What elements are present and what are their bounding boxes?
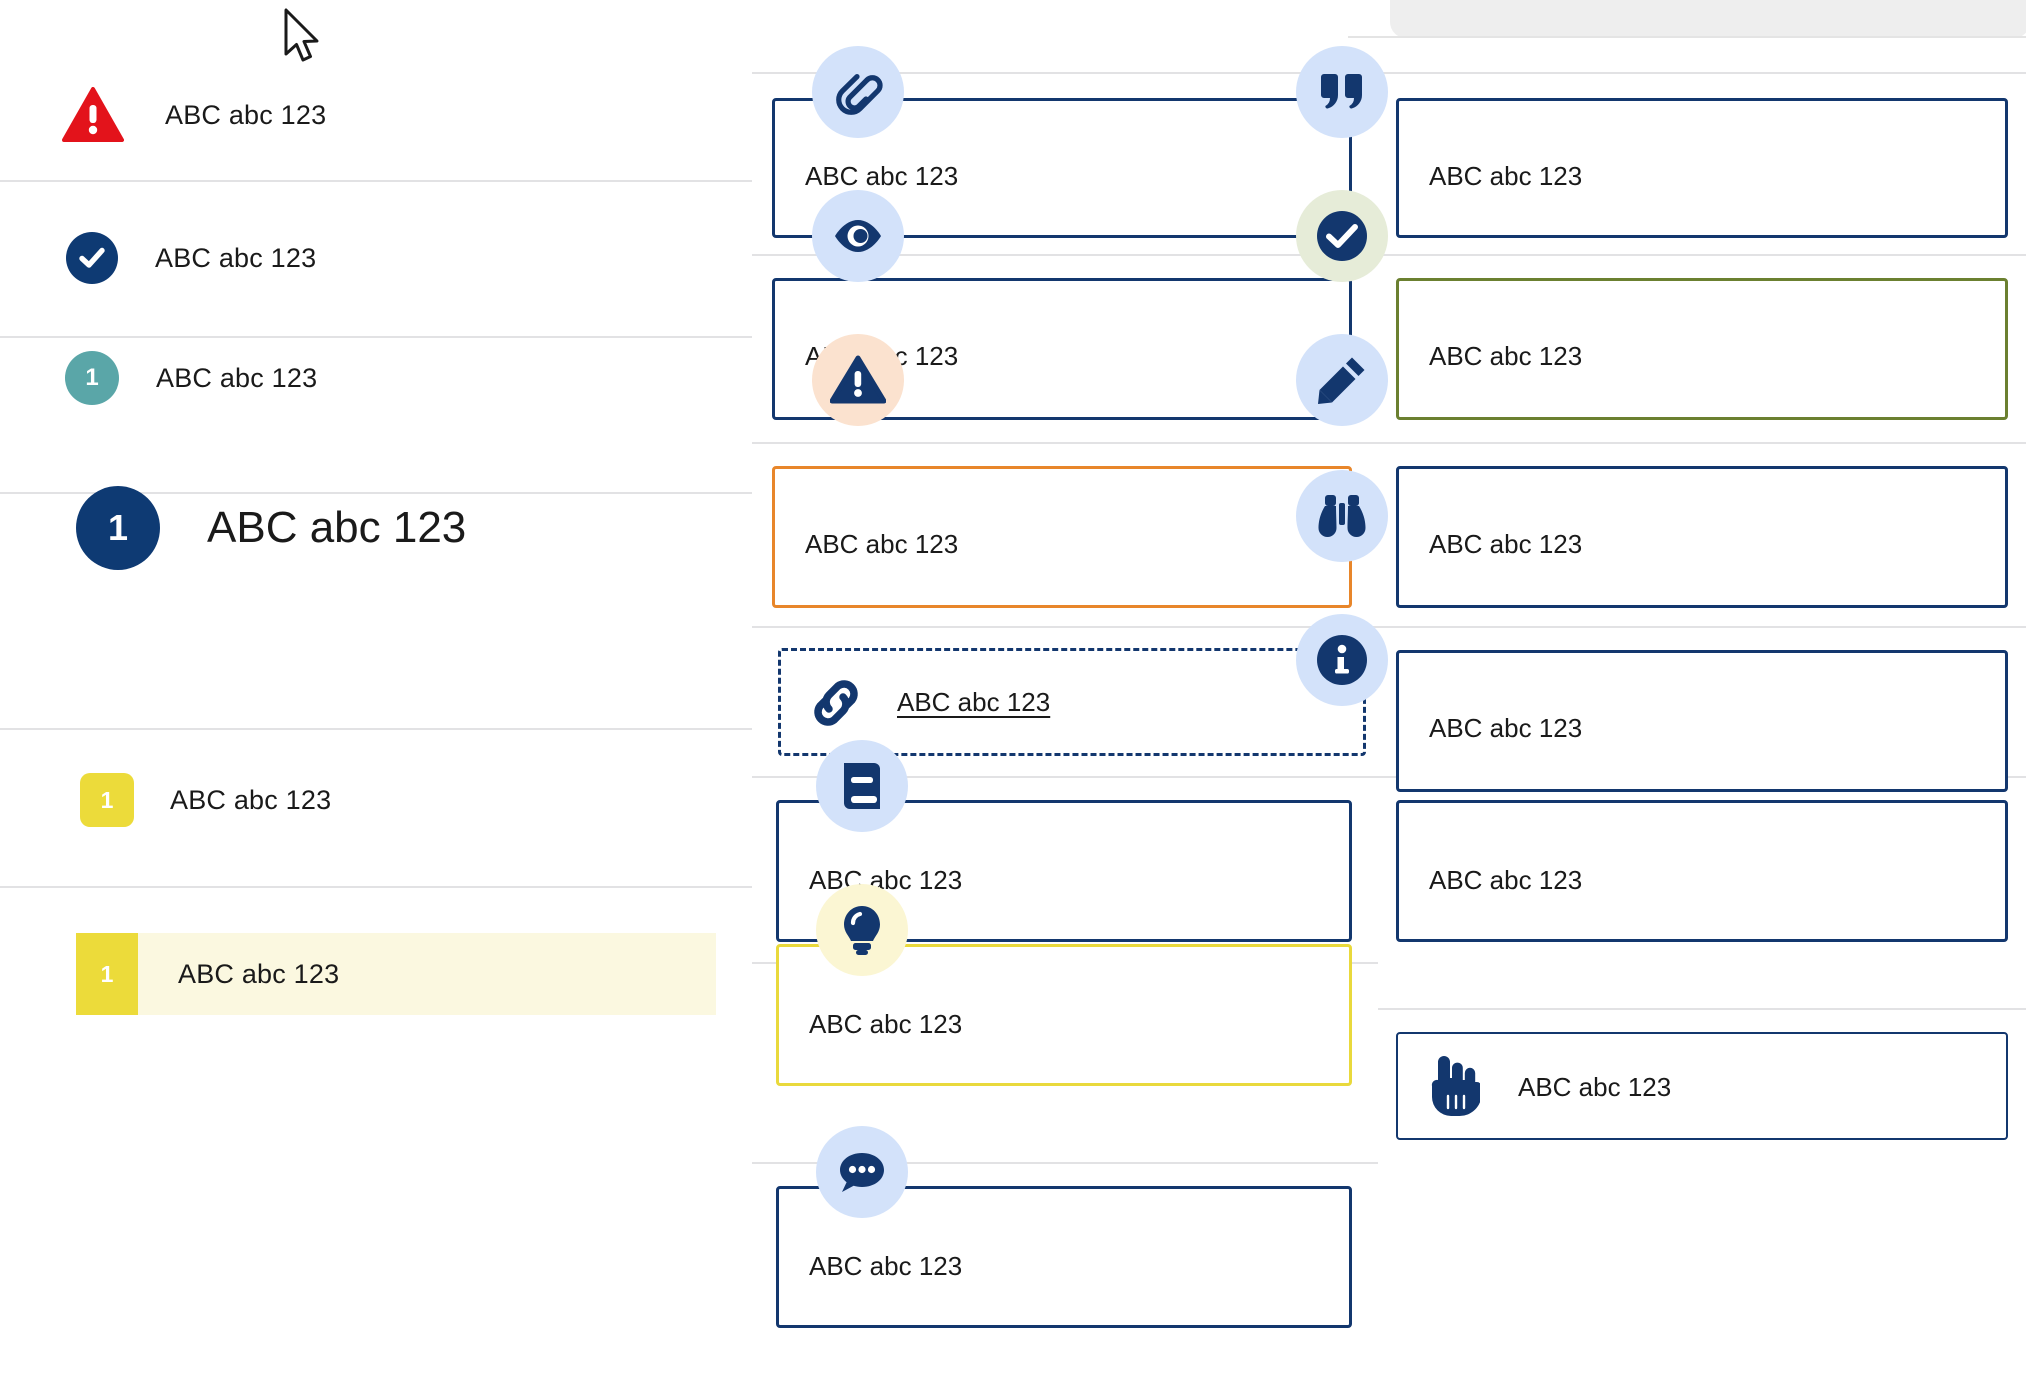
pointing-hand-icon [1424, 1050, 1482, 1129]
warning-triangle-icon [62, 87, 124, 143]
callout-card-label: ABC abc 123 [1429, 713, 1583, 743]
callout-card-label: ABC abc 123 [809, 1251, 963, 1281]
list-item-label: ABC abc 123 [178, 958, 340, 989]
callout-card-link[interactable]: ABC abc 123 [778, 648, 1366, 756]
callout-card-link-label[interactable]: ABC abc 123 [897, 687, 1051, 717]
eye-icon [812, 190, 904, 282]
list-item-label: ABC abc 123 [207, 503, 467, 552]
number-circle-icon: 1 [65, 351, 119, 405]
callout-card-explore[interactable]: ABC abc 123 [1396, 650, 2008, 792]
number-square-icon: 1 [76, 933, 138, 1015]
divider [1378, 254, 2026, 256]
badge-number: 1 [107, 507, 129, 548]
status-list: ABC abc 123 ABC abc 123 1 ABC abc 123 1 … [0, 0, 752, 1392]
callout-card-label: ABC abc 123 [1429, 161, 1583, 191]
callout-card-label: ABC abc 123 [1518, 1072, 1672, 1102]
callout-card-quote[interactable]: ABC abc 123 [1396, 98, 2008, 238]
list-item[interactable]: ABC abc 123 [0, 80, 752, 150]
warning-triangle-icon [812, 334, 904, 426]
list-item[interactable]: ABC abc 123 [0, 228, 752, 288]
list-item-label: ABC abc 123 [170, 784, 332, 815]
paperclip-icon [812, 46, 904, 138]
mouse-cursor [282, 8, 326, 71]
callout-card-edit[interactable]: ABC abc 123 [1396, 466, 2008, 608]
divider [1378, 1008, 2026, 1010]
pencil-icon [1296, 334, 1388, 426]
info-icon [1296, 614, 1388, 706]
callout-card-label: ABC abc 123 [1429, 865, 1583, 895]
badge-number: 1 [100, 786, 114, 813]
callout-card-success[interactable]: ABC abc 123 [1396, 278, 2008, 420]
callout-card-label: ABC abc 123 [1429, 341, 1583, 371]
divider [0, 886, 752, 888]
divider [0, 336, 752, 338]
divider [752, 442, 1378, 444]
callout-card-label: ABC abc 123 [805, 161, 959, 191]
list-item-selected[interactable]: 1 ABC abc 123 [76, 933, 716, 1015]
divider [0, 492, 752, 494]
divider [752, 1162, 1378, 1164]
callout-card-label: ABC abc 123 [1429, 529, 1583, 559]
lightbulb-icon [816, 884, 908, 976]
divider [1378, 442, 2026, 444]
number-square-icon: 1 [80, 773, 134, 827]
badge-number: 1 [100, 960, 114, 987]
list-item[interactable]: 1 ABC abc 123 [0, 478, 752, 578]
top-grey-panel-edge [1348, 36, 2026, 38]
callout-card-warning[interactable]: ABC abc 123 [772, 466, 1352, 608]
divider [752, 776, 1378, 778]
callout-card-label: ABC abc 123 [809, 1009, 963, 1039]
divider [1378, 626, 2026, 628]
callout-card-label: ABC abc 123 [805, 529, 959, 559]
divider [752, 254, 1378, 256]
comment-icon [816, 1126, 908, 1218]
check-circle-icon [66, 232, 118, 284]
badge-number: 1 [85, 364, 99, 391]
list-item-label: ABC abc 123 [156, 362, 318, 393]
callout-card-action[interactable]: ABC abc 123 [1396, 1032, 2008, 1140]
number-circle-icon: 1 [76, 486, 160, 570]
quote-icon [1296, 46, 1388, 138]
link-icon [807, 675, 865, 736]
divider [0, 728, 752, 730]
divider [752, 72, 1378, 74]
divider [1378, 72, 2026, 74]
book-icon [816, 740, 908, 832]
callout-card-info[interactable]: ABC abc 123 [1396, 800, 2008, 942]
binoculars-icon [1296, 470, 1388, 562]
list-item-label: ABC abc 123 [165, 99, 327, 130]
list-item-label: ABC abc 123 [155, 242, 317, 273]
list-item[interactable]: 1 ABC abc 123 [0, 770, 752, 830]
list-item[interactable]: 1 ABC abc 123 [0, 348, 752, 408]
check-circle-icon [1296, 190, 1388, 282]
top-grey-panel [1390, 0, 2026, 38]
divider [0, 180, 752, 182]
divider [752, 626, 1378, 628]
